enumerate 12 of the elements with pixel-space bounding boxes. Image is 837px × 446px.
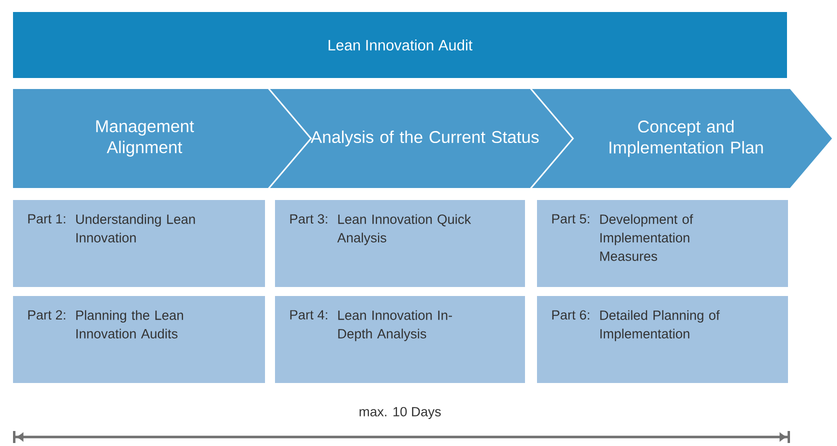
step-box: Part 6: Detailed Planning of Implementation	[537, 296, 788, 383]
phase-banner: Analysis of the Current Status	[270, 89, 572, 188]
node-label: Concept and Implementation Plan	[610, 120, 763, 157]
step-box: Part 5: Development of Implementation Measures	[537, 200, 788, 287]
phase-banner: Management Alignment	[13, 89, 310, 188]
step-box: Part 2: Planning the Lean Innovation Audits	[13, 296, 265, 383]
step-box: Part 4: Lean Innovation In-Depth Analysis	[275, 296, 525, 383]
step-box: Part 3: Lean Innovation Quick Analysis	[275, 200, 525, 287]
title-banner: Lean Innovation Audit	[13, 12, 787, 78]
step-box: Part 1: Understanding Lean Innovation	[13, 200, 265, 287]
node-label: Management Alignment	[96, 120, 194, 157]
duration-label: max. 10 Days	[360, 406, 441, 420]
